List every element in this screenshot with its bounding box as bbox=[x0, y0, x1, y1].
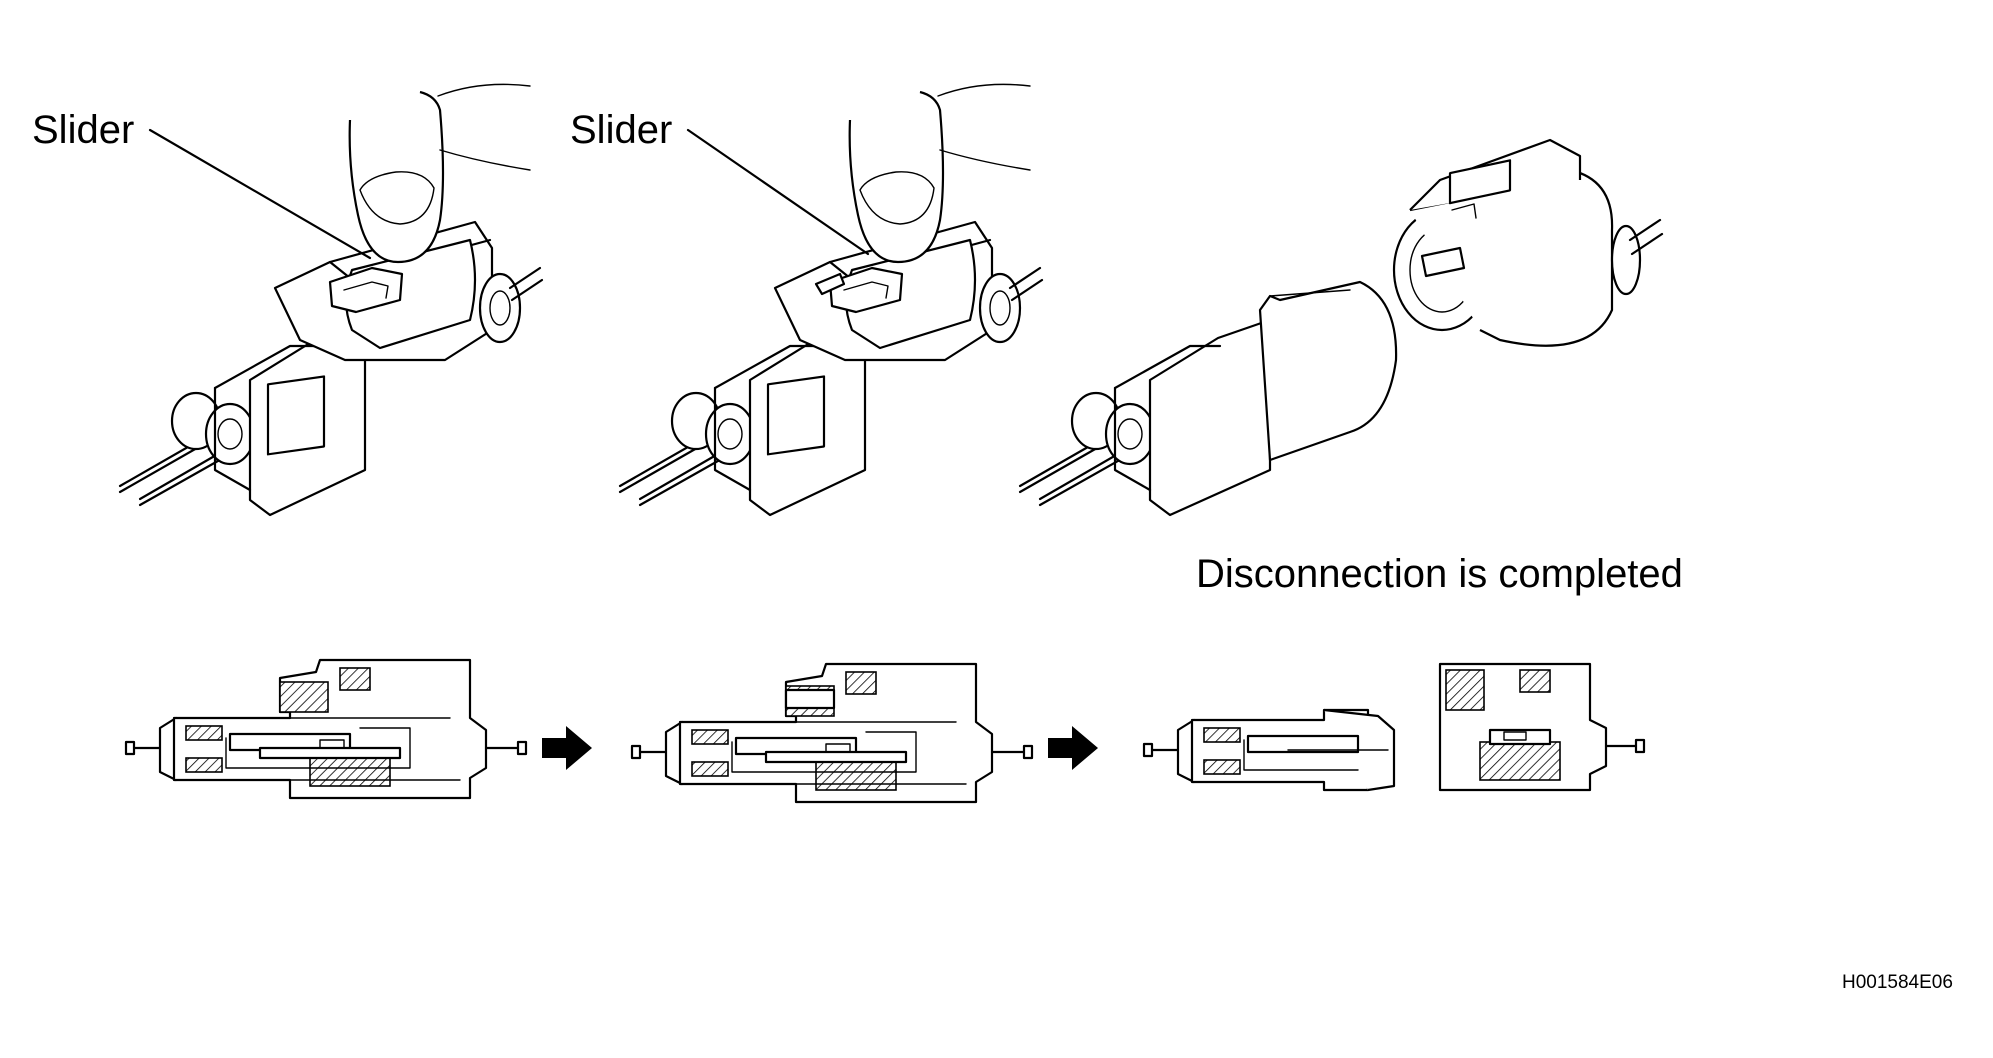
connector-step2-illustration bbox=[618, 83, 1044, 517]
connector-section-female-half bbox=[1438, 662, 1646, 792]
connector-female-half-illustration bbox=[1392, 138, 1664, 347]
disconnection-caption: Disconnection is completed bbox=[1196, 552, 1683, 596]
slider-label-1: Slider bbox=[32, 108, 135, 152]
connector-section-male-half bbox=[1142, 708, 1396, 792]
slider-2-leader-line bbox=[686, 128, 870, 256]
right-arrow-icon bbox=[542, 726, 592, 770]
slider-1-leader-line bbox=[148, 128, 372, 260]
connector-section-step2 bbox=[630, 662, 1034, 804]
slider-label-2: Slider bbox=[570, 108, 673, 152]
right-arrow-icon bbox=[1048, 726, 1098, 770]
figure-id: H001584E06 bbox=[1842, 972, 1953, 993]
connector-male-half-illustration bbox=[1018, 280, 1398, 517]
connector-section-step1 bbox=[124, 658, 528, 800]
